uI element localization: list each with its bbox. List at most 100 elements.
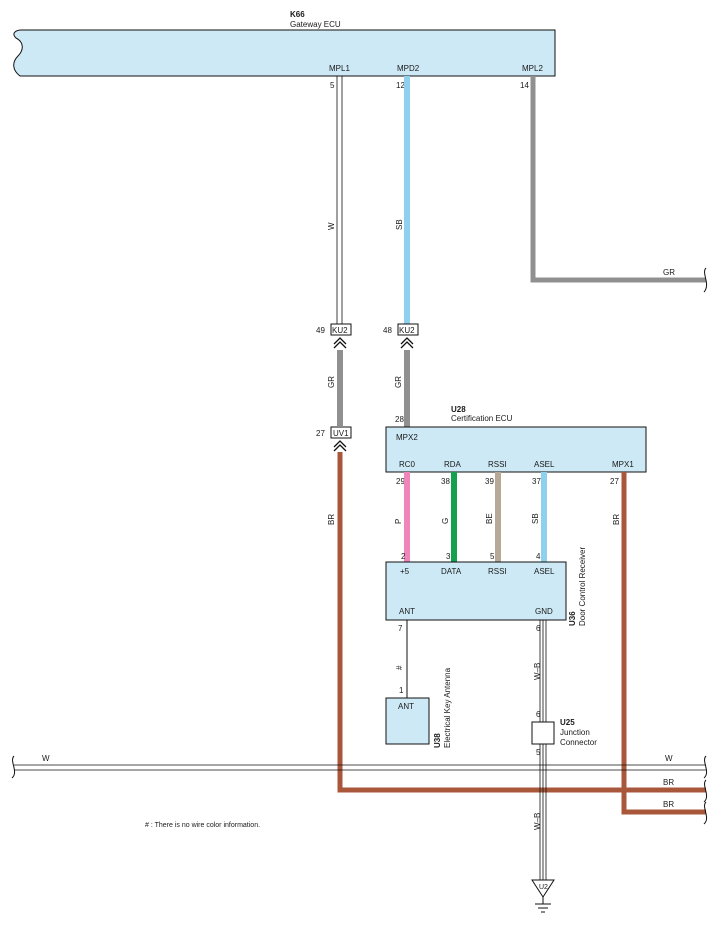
wire-label-gr-left: GR bbox=[327, 376, 336, 388]
junction-code: U25 bbox=[560, 718, 575, 727]
antenna-code: U38 bbox=[433, 733, 442, 748]
wire-w-mpl1 bbox=[336, 76, 343, 324]
junction-pin-6: 6 bbox=[536, 710, 541, 719]
wire-label-ant: # bbox=[395, 665, 404, 670]
wire-sb-asel bbox=[541, 472, 547, 562]
wire-label-br-bus-1: BR bbox=[663, 778, 674, 787]
gateway-pin-mpl2: MPL2 bbox=[522, 64, 543, 73]
receiver-pin-gnd: GND bbox=[535, 607, 553, 616]
wire-label-sb: SB bbox=[395, 219, 404, 230]
break-mark-gr bbox=[703, 267, 708, 293]
wire-label-br-right: BR bbox=[612, 514, 621, 525]
gateway-pin-num-14: 14 bbox=[520, 81, 529, 90]
wire-br-uv1 bbox=[337, 452, 706, 793]
wire-label-wb-lower: W–B bbox=[533, 813, 542, 830]
cert-ecu-code: U28 bbox=[451, 405, 466, 414]
wire-color-note: # : There is no wire color information. bbox=[145, 822, 260, 829]
wire-label-gr-right: GR bbox=[663, 268, 675, 277]
cert-num-39: 39 bbox=[485, 477, 494, 486]
receiver-num-6: 6 bbox=[536, 624, 541, 633]
connector-uv1-arrow-icon bbox=[333, 440, 347, 452]
cert-num-37: 37 bbox=[532, 477, 541, 486]
connector-ku2-left-pin: 49 bbox=[316, 326, 325, 335]
cert-pin-rda: RDA bbox=[444, 460, 462, 469]
gateway-ecu-code: K66 bbox=[290, 10, 305, 19]
break-mark-w-left bbox=[11, 755, 16, 779]
wire-wb-gnd-upper bbox=[539, 620, 547, 722]
wire-gr-ku2-uv1 bbox=[337, 350, 343, 426]
electrical-key-antenna-box bbox=[385, 697, 430, 745]
antenna-pin-ant: ANT bbox=[398, 702, 414, 711]
wire-label-br-bus-2: BR bbox=[663, 800, 674, 809]
ground-triangle-icon bbox=[531, 879, 555, 898]
wire-label-g: G bbox=[441, 518, 450, 524]
gateway-pin-num-12: 12 bbox=[396, 81, 405, 90]
cert-pin-mpx2: MPX2 bbox=[396, 433, 418, 442]
certification-ecu-box bbox=[385, 426, 647, 473]
cert-pin-rssi: RSSI bbox=[488, 460, 507, 469]
gateway-ecu-name: Gateway ECU bbox=[290, 20, 341, 29]
wire-br-mpx1 bbox=[621, 472, 706, 815]
receiver-pin-asel: ASEL bbox=[534, 567, 555, 576]
wire-be-rssi bbox=[495, 472, 501, 562]
connector-uv1 bbox=[330, 426, 352, 439]
connector-ku2-right-pin: 48 bbox=[383, 326, 392, 335]
cert-num-38: 38 bbox=[441, 477, 450, 486]
cert-pin-rc0: RC0 bbox=[399, 460, 416, 469]
wire-label-w-left: W bbox=[42, 754, 50, 763]
wire-label-gr-mid: GR bbox=[394, 376, 403, 388]
junction-pin-5: 5 bbox=[536, 748, 541, 757]
wire-sb-mpd2 bbox=[404, 76, 410, 324]
connector-ku2-right-label: KU2 bbox=[399, 326, 415, 335]
wire-label-be: BE bbox=[485, 513, 494, 524]
break-mark-br-1 bbox=[703, 779, 708, 803]
cert-ecu-name: Certification ECU bbox=[451, 414, 513, 423]
gateway-pin-mpd2: MPD2 bbox=[397, 64, 420, 73]
receiver-pin-rssi: RSSI bbox=[488, 567, 507, 576]
cert-pin-mpx1: MPX1 bbox=[612, 460, 634, 469]
ground-label: U2 bbox=[539, 884, 548, 891]
connector-ku2-right bbox=[397, 323, 419, 336]
receiver-pin-plus5: +5 bbox=[400, 567, 410, 576]
gateway-pin-mpl1: MPL1 bbox=[329, 64, 350, 73]
wire-label-sb-asel: SB bbox=[531, 513, 540, 524]
connector-uv1-label: UV1 bbox=[333, 429, 349, 438]
wire-label-wb-upper: W–B bbox=[533, 663, 542, 680]
junction-name-1: Junction bbox=[560, 728, 590, 737]
wire-label-p: P bbox=[394, 519, 403, 524]
wire-gr-mpl2 bbox=[530, 76, 706, 283]
ground-symbol-icon bbox=[535, 897, 551, 913]
wire-wb-gnd-lower bbox=[539, 744, 547, 880]
wire-g-rda bbox=[451, 472, 457, 562]
receiver-num-2: 2 bbox=[401, 552, 406, 561]
wire-label-w: W bbox=[327, 222, 336, 230]
cert-pin-asel: ASEL bbox=[534, 460, 555, 469]
receiver-num-4: 4 bbox=[536, 552, 541, 561]
gateway-pin-num-5: 5 bbox=[330, 81, 335, 90]
receiver-pin-ant: ANT bbox=[399, 607, 415, 616]
wire-gr-ku2-cert bbox=[404, 350, 410, 428]
connector-ku2-left-arrow-icon bbox=[333, 337, 347, 349]
receiver-num-7: 7 bbox=[398, 624, 403, 633]
break-mark-br-2 bbox=[703, 801, 708, 825]
connector-ku2-right-arrow-icon bbox=[400, 337, 414, 349]
door-control-receiver-box bbox=[385, 561, 567, 621]
connector-ku2-left bbox=[330, 323, 352, 336]
gateway-ecu-box bbox=[13, 29, 556, 77]
wire-label-w-right: W bbox=[665, 754, 673, 763]
antenna-name: Electrical Key Antenna bbox=[443, 667, 452, 748]
wire-w-bus bbox=[14, 764, 706, 771]
receiver-num-5: 5 bbox=[490, 552, 495, 561]
junction-connector-box bbox=[531, 721, 555, 745]
junction-name-2: Connector bbox=[560, 738, 597, 747]
antenna-num-1: 1 bbox=[399, 686, 404, 695]
wire-p-rc0 bbox=[404, 472, 410, 562]
receiver-pin-data: DATA bbox=[441, 567, 462, 576]
cert-num-29: 29 bbox=[396, 477, 405, 486]
cert-num-27: 27 bbox=[610, 477, 619, 486]
receiver-code: U36 bbox=[568, 611, 577, 626]
receiver-name: Door Control Receiver bbox=[578, 547, 587, 626]
connector-ku2-left-label: KU2 bbox=[332, 326, 348, 335]
break-mark-w-right bbox=[703, 755, 708, 779]
